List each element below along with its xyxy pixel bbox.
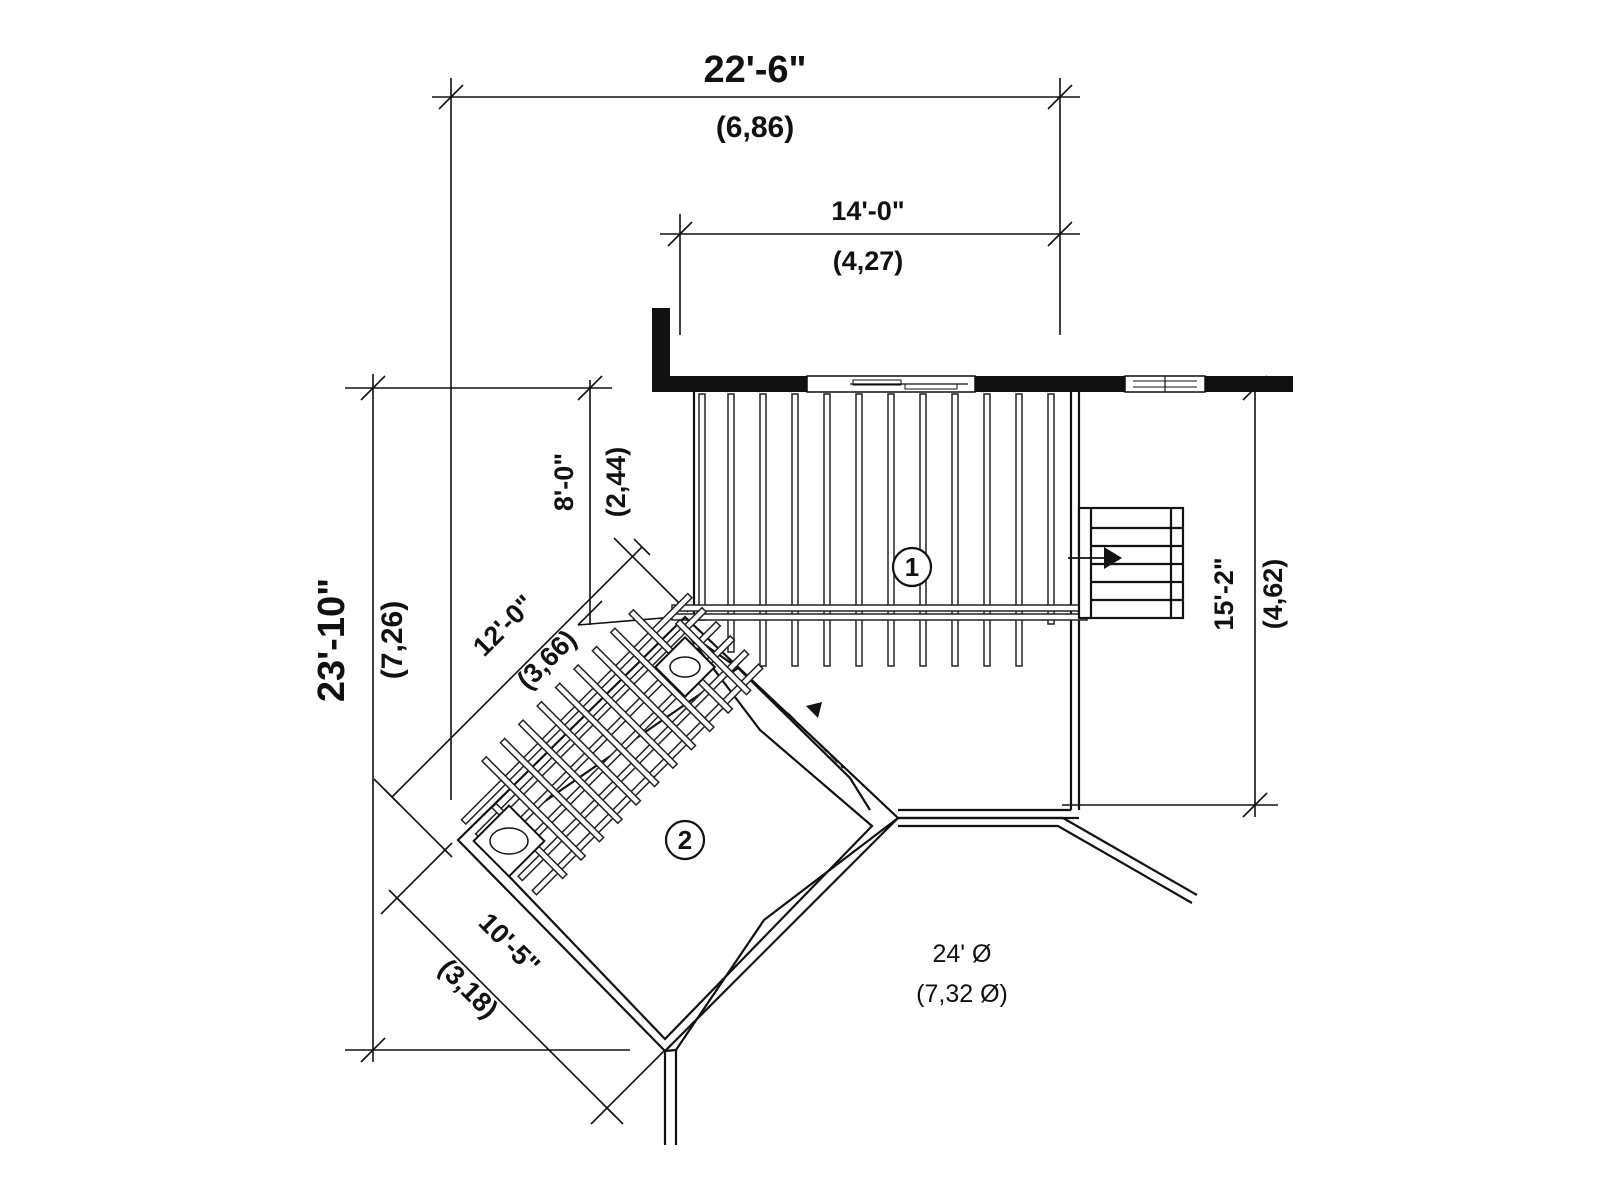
dimension-labels: 22'-6" (6,86) 14'-0" (4,27) 15'-2" (4,62…: [311, 49, 1288, 1024]
overall-width-label: 22'-6": [703, 49, 806, 91]
pergola-2-length-label: 12'-0": [467, 589, 540, 662]
pergola-1-width-label: 14'-0": [831, 196, 904, 226]
pergola-2-width-metric: (3,18): [433, 953, 504, 1024]
offset-depth-label: 8'-0": [549, 453, 579, 511]
overall-depth-metric: (7,26): [376, 601, 409, 679]
pergola-2-arrow-icon: [806, 702, 822, 718]
offset-depth-metric: (2,44): [601, 447, 631, 518]
svg-text:1: 1: [905, 552, 919, 582]
house-wall: [652, 308, 1293, 393]
overall-depth-label: 23'-10": [311, 578, 353, 702]
pergola-1-rafters: [698, 393, 1055, 667]
area-tag-2: 2: [664, 819, 706, 861]
svg-text:2: 2: [678, 825, 692, 855]
deck-diameter-label: 24' Ø: [933, 940, 992, 968]
pergola-1-width-metric: (4,27): [833, 246, 904, 276]
pergola-2: 2: [456, 592, 900, 1053]
planter-icon: [653, 635, 717, 699]
pergola-1-depth-label: 15'-2": [1209, 557, 1239, 630]
pergola-2-length-metric: (3,66): [511, 624, 582, 695]
overall-width-metric: (6,86): [716, 111, 794, 144]
area-tag-1: 1: [891, 546, 933, 588]
pergola-1-depth-metric: (4,62): [1258, 559, 1288, 630]
round-deck-outline: [663, 816, 1198, 1145]
step-arrow-icon: [1104, 547, 1122, 569]
planter-icon: [472, 804, 546, 878]
pergola-1: 1: [671, 392, 1185, 820]
deck-diameter-metric: (7,32 Ø): [916, 980, 1008, 1008]
steps-1: [1077, 506, 1185, 620]
